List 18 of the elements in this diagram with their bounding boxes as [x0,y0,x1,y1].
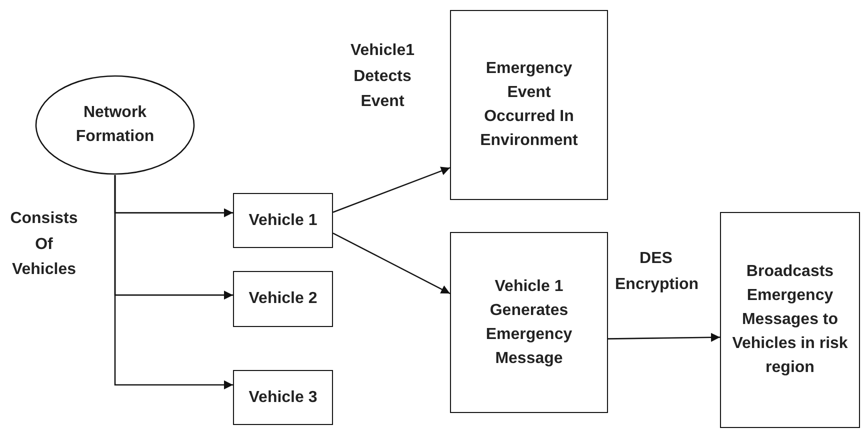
process-box [233,271,333,327]
arrow [114,175,233,390]
ellipse-node [35,75,195,175]
node-text: Broadcasts Emergency Messages to Vehicles in risk region [731,262,849,378]
node-text: Network Formation [74,103,156,147]
node-text: Vehicle 2 [248,289,318,309]
node-text: Emergency Event Occurred In Environment [479,59,579,151]
process-box [233,193,333,248]
process-box [450,232,608,413]
node-text: Vehicle 3 [248,388,318,408]
arrow [608,332,720,342]
node-text: Vehicle 1 [248,210,318,230]
arrow [332,232,450,294]
node-text: Vehicle 1 Generates Emergency Message [484,276,574,368]
process-box [450,10,608,200]
process-box [720,212,860,428]
process-box [233,370,333,425]
arrow [332,166,450,213]
